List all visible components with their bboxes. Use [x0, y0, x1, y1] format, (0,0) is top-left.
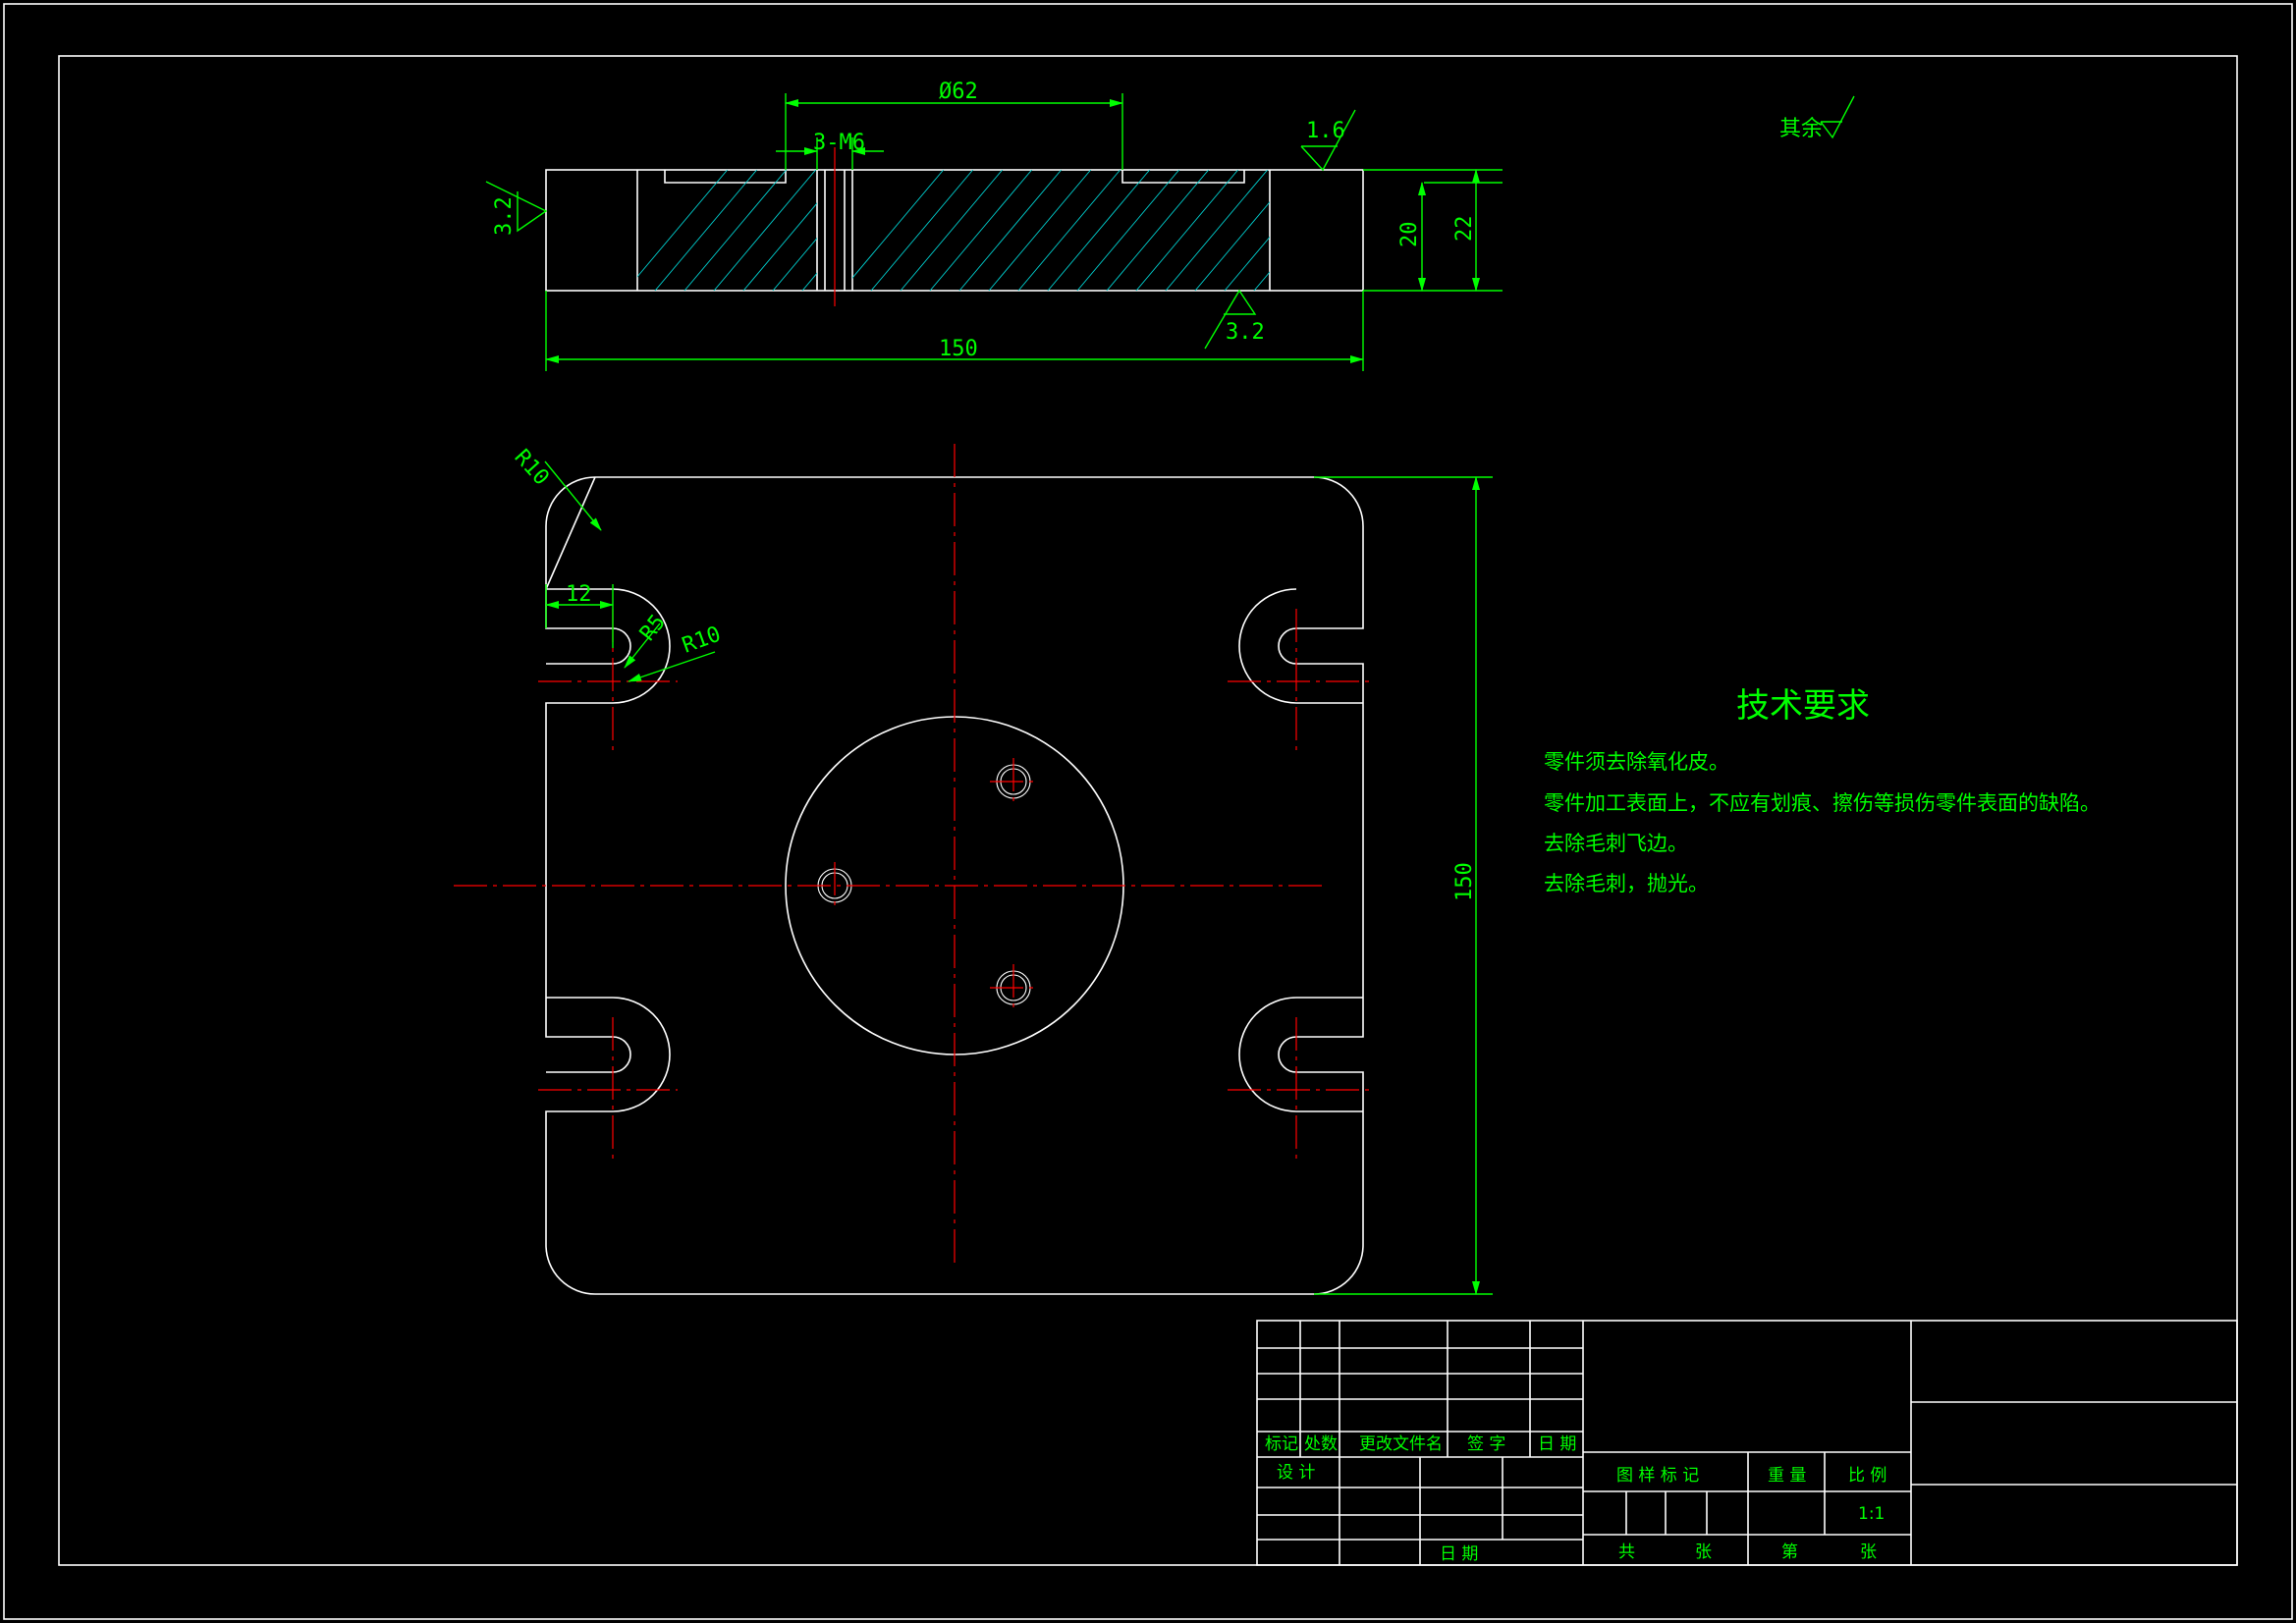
- plan-dimensions: 150 R10 12 R5 R10: [510, 445, 1493, 1295]
- technical-requirements: 技术要求 零件须去除氧化皮。 零件加工表面上，不应有划痕、擦伤等损伤零件表面的缺…: [1544, 686, 2101, 895]
- roughness-symbol-left: 3.2: [485, 181, 548, 236]
- svg-text:3.2: 3.2: [1226, 320, 1265, 345]
- section-view: [545, 147, 1364, 306]
- svg-text:其余: 其余: [1779, 117, 1823, 141]
- tech-title: 技术要求: [1736, 686, 1870, 726]
- tech-item: 去除毛刺，抛光。: [1544, 872, 1709, 895]
- dim-diameter-62: Ø62: [939, 80, 978, 104]
- svg-text:1.6: 1.6: [1306, 119, 1345, 143]
- tb-drawing-mark: 图 样 标 记: [1616, 1466, 1699, 1486]
- dim-width-150: 150: [939, 337, 978, 361]
- dim-slot-radius-r5: R5: [635, 610, 671, 645]
- dim-corner-radius-r10: R10: [510, 445, 554, 490]
- roughness-symbol-bottom: 3.2: [1204, 289, 1265, 350]
- tb-scale-value: 1:1: [1858, 1504, 1885, 1524]
- dim-slot-offset-12: 12: [566, 582, 592, 607]
- tb-count: 处数: [1304, 1434, 1338, 1454]
- tb-sheet: 张: [1695, 1542, 1712, 1562]
- outer-border: [3, 3, 2293, 1620]
- section-dimensions: Ø62 3-M6 20 22 150 3.2 1.6 3.2: [485, 80, 1503, 371]
- roughness-other-note: 其余: [1779, 95, 1855, 141]
- tb-date: 日 期: [1440, 1544, 1478, 1564]
- tb-sheet-2: 张: [1860, 1542, 1877, 1562]
- tech-item: 零件须去除氧化皮。: [1544, 750, 1729, 774]
- tech-item: 零件加工表面上，不应有划痕、擦伤等损伤零件表面的缺陷。: [1544, 791, 2101, 815]
- tech-item: 去除毛刺飞边。: [1544, 832, 1688, 855]
- inner-border: [58, 55, 2238, 1566]
- roughness-symbol-top: 1.6: [1300, 109, 1356, 172]
- centerlines: [454, 444, 1371, 1267]
- tb-total: 共: [1618, 1542, 1635, 1562]
- tb-signature: 签 字: [1467, 1434, 1505, 1454]
- dim-height-20: 20: [1397, 222, 1422, 248]
- tb-weight: 重 量: [1768, 1466, 1806, 1486]
- dim-length-150: 150: [1452, 862, 1477, 901]
- tb-scale-label: 比 例: [1848, 1466, 1886, 1486]
- svg-text:3.2: 3.2: [492, 196, 517, 236]
- tb-change-doc: 更改文件名: [1359, 1434, 1443, 1454]
- tb-design: 设 计: [1277, 1463, 1315, 1483]
- dim-slot-radius-r10: R10: [680, 622, 725, 659]
- tb-sheet-no: 第: [1781, 1542, 1798, 1562]
- dim-thread-3-m6: 3-M6: [813, 131, 865, 155]
- tb-mark: 标记: [1265, 1434, 1298, 1454]
- tb-date-header: 日 期: [1538, 1434, 1576, 1454]
- dim-height-22: 22: [1452, 216, 1477, 243]
- title-block: 标记 处数 更改文件名 签 字 日 期 设 计 日 期 图 样 标 记 重 量 …: [1256, 1320, 2238, 1566]
